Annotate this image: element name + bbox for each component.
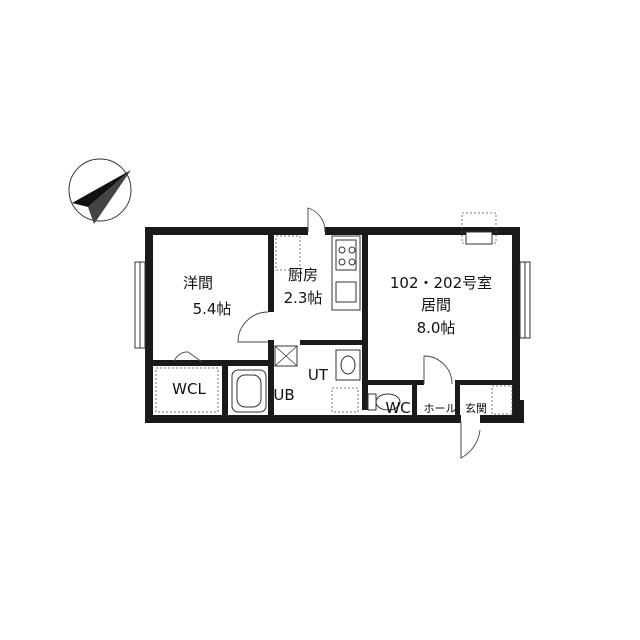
shoe-cabinet [491, 385, 513, 415]
living-room-name: 居間 [421, 296, 451, 314]
kitchen-name: 厨房 [288, 266, 318, 284]
ub-label: UB [273, 386, 294, 404]
entrance-label: 玄関 [465, 401, 487, 415]
windows [134, 212, 531, 349]
outer-walls [145, 227, 524, 423]
hall-label: ホール [424, 402, 457, 415]
western-room-size: 5.4帖 [193, 300, 232, 318]
wcl-label: WCL [172, 380, 206, 398]
ut-label: UT [308, 366, 329, 384]
western-room-name: 洋間 [183, 274, 213, 292]
living-room-size: 8.0帖 [417, 319, 456, 337]
closet [155, 345, 298, 413]
doors [173, 207, 481, 459]
north-arrow-icon [68, 158, 132, 224]
washroom-fixtures [331, 349, 361, 413]
toilet [367, 393, 401, 411]
kitchen-size: 2.3帖 [284, 289, 323, 307]
bathtub [231, 369, 267, 413]
wc-label: WC [385, 399, 410, 417]
kitchen-fixtures [275, 235, 361, 311]
unit-number: 102・202号室 [390, 274, 492, 292]
interior-walls [150, 230, 515, 420]
